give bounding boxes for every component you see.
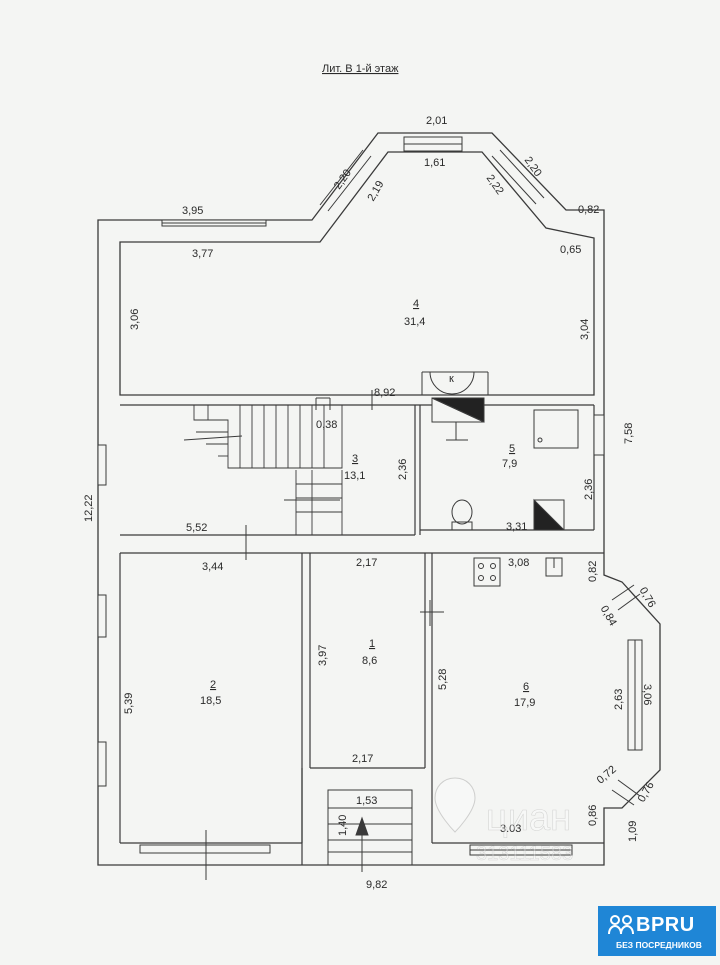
dim-label: 2,17 — [356, 557, 377, 569]
room-4-number: 4 — [413, 298, 419, 310]
dim-label: 12,22 — [83, 494, 95, 522]
room-3-area: 13,1 — [344, 470, 365, 482]
dim-label: 0,76 — [637, 585, 658, 610]
dim-label: 2,36 — [397, 459, 409, 480]
dim-label: 0,38 — [316, 419, 337, 431]
room-2-number: 2 — [210, 679, 216, 691]
dim-label: 2,19 — [365, 179, 386, 204]
dim-label: 5,28 — [437, 669, 449, 690]
dim-label: 1,09 — [627, 821, 639, 842]
logo-subtitle: БЕЗ ПОСРЕДНИКОВ — [616, 940, 702, 950]
dim-label: 0,72 — [595, 764, 619, 787]
room-5-area: 7,9 — [502, 458, 517, 470]
dim-label: 2,63 — [613, 689, 625, 710]
dim-label: 3,04 — [579, 319, 591, 340]
dim-label: 1,61 — [424, 157, 445, 169]
bathroom-fixtures — [431, 397, 579, 531]
dim-label: 1,53 — [356, 795, 377, 807]
watermark: циан 313111583 — [434, 777, 573, 865]
watermark-brand: циан — [486, 797, 571, 839]
windows — [97, 136, 643, 856]
door-marks — [205, 390, 444, 880]
dim-label: 3,31 — [506, 521, 527, 533]
room-6-area: 17,9 — [514, 697, 535, 709]
room-1-number: 1 — [369, 638, 375, 650]
kitchen-fixtures — [473, 557, 563, 587]
dim-label: 0,76 — [636, 780, 657, 805]
dimension-labels: 2,01 1,61 2,20 2,19 2,20 2,22 3,95 3,77 … — [83, 115, 658, 891]
dim-label: 9,82 — [366, 879, 387, 891]
dim-label: 0,84 — [598, 604, 619, 629]
dim-label: 3,06 — [129, 309, 141, 330]
dim-label: 3,97 — [317, 645, 329, 666]
stove-niche — [421, 371, 489, 395]
people-icon — [608, 915, 634, 935]
dim-label: 2,20 — [332, 167, 354, 191]
dim-label: 0,86 — [587, 805, 599, 826]
dim-label: 0,82 — [578, 204, 599, 216]
room-2-area: 18,5 — [200, 695, 221, 707]
room-6-number: 6 — [523, 681, 529, 693]
dim-label: 3,95 — [182, 205, 203, 217]
dim-label: 3.03 — [500, 823, 521, 835]
room-1-area: 8,6 — [362, 655, 377, 667]
dim-label: 5,52 — [186, 522, 207, 534]
dim-label: 3,44 — [202, 561, 223, 573]
logo-brand: BPRU — [636, 914, 695, 936]
dim-label: 2,01 — [426, 115, 447, 127]
dim-label: 0,82 — [587, 561, 599, 582]
dim-label: 2,17 — [352, 753, 373, 765]
dim-label: 3,08 — [508, 557, 529, 569]
dim-label: 5,39 — [123, 693, 135, 714]
dim-label: 1,40 — [337, 815, 349, 836]
dim-label: 3,77 — [192, 248, 213, 260]
dim-label: 8,92 — [374, 387, 395, 399]
room-4-area: 31,4 — [404, 316, 425, 328]
plan-title: Лит. В 1-й этаж — [322, 63, 399, 75]
dim-label: 2,36 — [583, 479, 595, 500]
stove-label: к — [449, 373, 454, 385]
angled-windows — [319, 149, 641, 806]
room-5-number: 5 — [509, 443, 515, 455]
dim-label: 7,58 — [623, 423, 635, 444]
watermark-id: 313111583 — [476, 843, 573, 865]
staircase — [183, 405, 343, 536]
dim-label: 0,65 — [560, 244, 581, 256]
interior-walls — [119, 404, 604, 865]
dim-label: 3,06 — [641, 684, 653, 705]
entrance-steps — [327, 789, 413, 872]
outer-walls — [97, 132, 661, 866]
pin-icon — [434, 777, 476, 833]
bpru-logo: BPRU БЕЗ ПОСРЕДНИКОВ — [598, 906, 716, 956]
room-3-number: 3 — [352, 453, 358, 465]
